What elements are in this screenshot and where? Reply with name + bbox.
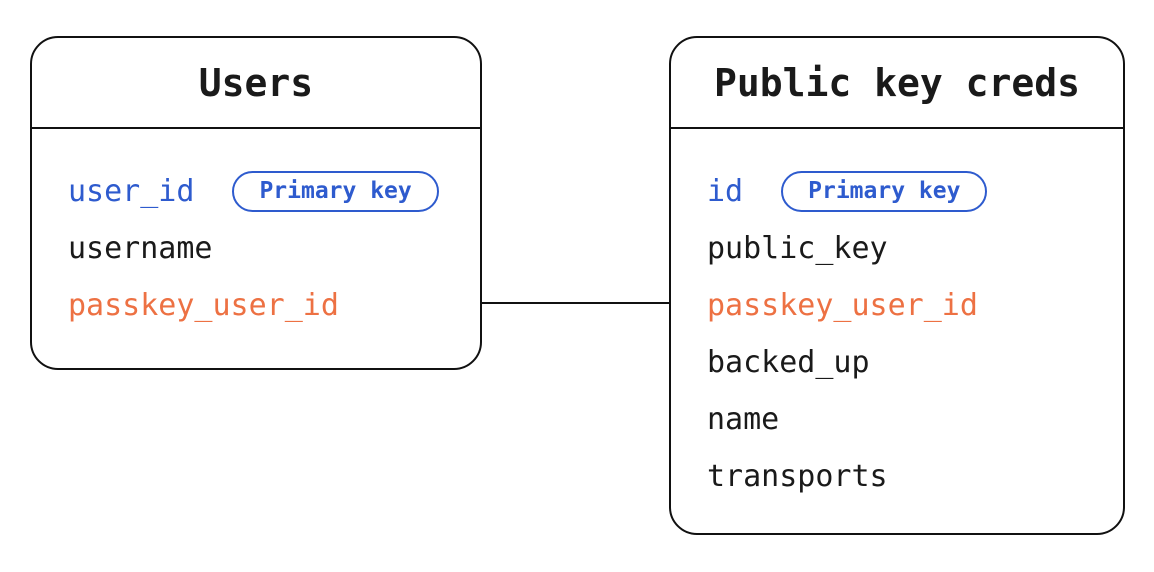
field-name: name [707, 402, 780, 437]
primary-key-badge: Primary key [232, 171, 439, 212]
field-name: public_key [707, 231, 888, 266]
field-name: backed_up [707, 345, 870, 380]
field-name: id [707, 174, 744, 209]
field-name: transports [707, 459, 888, 494]
primary-key-badge: Primary key [781, 171, 988, 212]
field-row-transports: transports [707, 448, 1123, 505]
table-title: Public key creds [671, 38, 1123, 129]
field-row-passkey-user-id: passkey_user_id [707, 277, 1123, 334]
field-row-id: id Primary key [707, 163, 1123, 220]
field-row-username: username [68, 220, 480, 277]
field-name: user_id [68, 174, 195, 209]
field-list: id Primary key public_key passkey_user_i… [671, 129, 1123, 505]
field-name: passkey_user_id [68, 288, 339, 323]
table-public-key-creds[interactable]: Public key creds id Primary key public_k… [669, 36, 1125, 535]
field-row-name: name [707, 391, 1123, 448]
relationship-line [482, 302, 671, 304]
field-name: username [68, 231, 213, 266]
field-row-passkey-user-id: passkey_user_id [68, 277, 480, 334]
table-title: Users [32, 38, 480, 129]
field-row-public-key: public_key [707, 220, 1123, 277]
field-row-backed-up: backed_up [707, 334, 1123, 391]
field-list: user_id Primary key username passkey_use… [32, 129, 480, 334]
field-name: passkey_user_id [707, 288, 978, 323]
field-row-user-id: user_id Primary key [68, 163, 480, 220]
table-users[interactable]: Users user_id Primary key username passk… [30, 36, 482, 370]
